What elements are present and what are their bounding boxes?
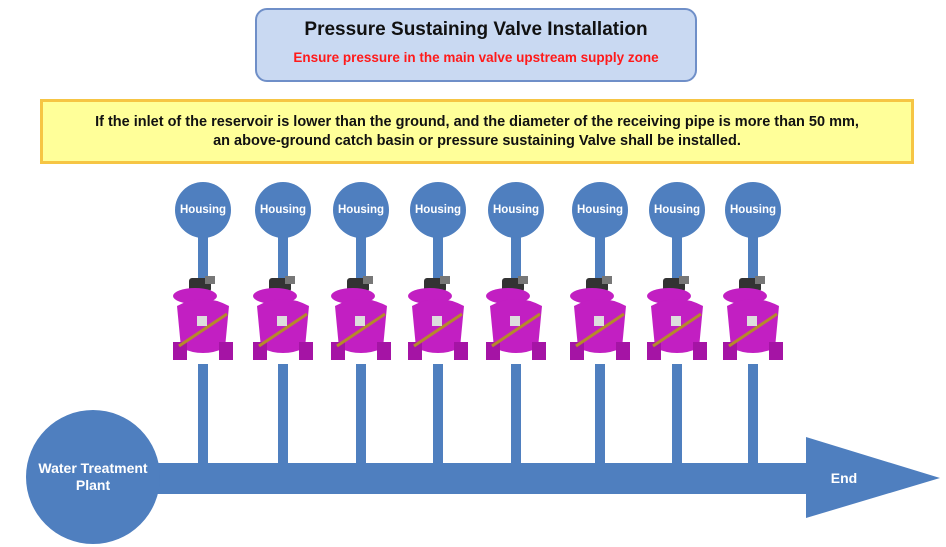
branch: Housing [331,0,391,547]
installation-note: If the inlet of the reservoir is lower t… [40,99,914,164]
pressure-sustaining-valve-icon [253,276,313,360]
pressure-sustaining-valve-icon [570,276,630,360]
branch-pipe-lower [672,364,682,466]
main-pipe [100,463,812,494]
pressure-sustaining-valve-icon [486,276,546,360]
branch-pipe-upper [511,236,521,278]
branch-pipe-upper [433,236,443,278]
branch: Housing [408,0,468,547]
housing-node: Housing [255,182,311,238]
branch-pipe-upper [198,236,208,278]
branch: Housing [173,0,233,547]
housing-node: Housing [725,182,781,238]
branch-pipe-upper [356,236,366,278]
end-label: End [830,470,858,486]
branch-pipe-lower [433,364,443,466]
housing-node: Housing [175,182,231,238]
branch-pipe-lower [511,364,521,466]
branch-pipe-lower [198,364,208,466]
pressure-sustaining-valve-icon [331,276,391,360]
branch-pipe-lower [595,364,605,466]
note-line-2: an above-ground catch basin or pressure … [213,132,741,149]
branch: Housing [486,0,546,547]
note-line-1: If the inlet of the reservoir is lower t… [95,113,859,130]
diagram-subtitle: Ensure pressure in the main valve upstre… [293,50,659,65]
branch-pipe-upper [748,236,758,278]
pressure-sustaining-valve-icon [173,276,233,360]
pressure-sustaining-valve-icon [647,276,707,360]
housing-node: Housing [572,182,628,238]
branch: Housing [570,0,630,547]
housing-node: Housing [649,182,705,238]
branch-pipe-lower [356,364,366,466]
pressure-sustaining-valve-icon [408,276,468,360]
branch-pipe-lower [748,364,758,466]
branch-pipe-lower [278,364,288,466]
branch-pipe-upper [595,236,605,278]
water-treatment-plant-node: Water Treatment Plant [26,410,160,544]
housing-node: Housing [488,182,544,238]
title-box: Pressure Sustaining Valve Installation E… [255,8,697,82]
branch-pipe-upper [672,236,682,278]
housing-node: Housing [410,182,466,238]
housing-node: Housing [333,182,389,238]
pressure-sustaining-valve-icon [723,276,783,360]
branch: Housing [723,0,783,547]
branch: Housing [647,0,707,547]
branch-pipe-upper [278,236,288,278]
branch: Housing [253,0,313,547]
diagram-title: Pressure Sustaining Valve Installation [304,19,648,40]
arrow-head [806,437,940,518]
plant-label: Water Treatment Plant [38,460,148,493]
